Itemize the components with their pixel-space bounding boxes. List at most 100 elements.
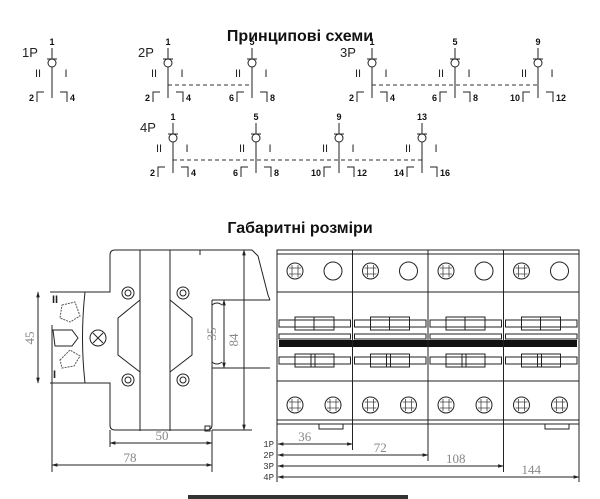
position-on: I: [351, 143, 354, 155]
scheme-label: 4P: [140, 120, 156, 135]
dim-78: 78: [124, 450, 137, 465]
terminal-screw-icon: [324, 396, 342, 414]
terminal-screw-icon-cross: [364, 399, 377, 411]
position-on: I: [264, 68, 267, 80]
handle-guide: [354, 319, 427, 328]
terminal-hole-icon: [323, 261, 343, 281]
terminal-hole-icon: [550, 261, 569, 281]
terminal-screw-icon: [513, 396, 530, 414]
contact-right: [264, 166, 272, 177]
terminal-screw-icon-cross: [515, 399, 528, 411]
terminal-screw-icon: [437, 396, 455, 414]
terminal-hole-icon: [474, 261, 494, 281]
terminal-right: 12: [357, 168, 367, 178]
schemes-heading: Принципові схеми: [226, 28, 374, 45]
scheme-label: 2P: [138, 45, 154, 60]
position-off: II: [521, 68, 527, 80]
terminal-top: 1: [369, 37, 374, 47]
handle-guide: [429, 356, 502, 365]
terminal-right: 4: [390, 93, 395, 103]
position-on: I: [550, 68, 553, 80]
rail-clips: [318, 424, 570, 430]
handle-guide: [278, 333, 351, 340]
scheme-label: 3P: [340, 45, 356, 60]
terminal-top: 9: [535, 37, 540, 47]
handle-guide: [505, 319, 578, 328]
handle-guide: [354, 356, 427, 365]
terminal-screw-icon-cross: [440, 265, 452, 277]
terminal-left: 6: [229, 93, 234, 103]
terminal-top: 1: [170, 112, 175, 122]
screw-hole-inner: [179, 289, 187, 297]
terminal-right: 16: [440, 168, 450, 178]
contact-left: [157, 166, 165, 177]
position-off: II: [151, 68, 157, 80]
terminal-screw-icon: [362, 262, 379, 280]
handle-position-ii: [59, 301, 81, 323]
center-bulge: [117, 299, 193, 373]
handle-guide: [505, 356, 578, 365]
position-off: II: [322, 143, 328, 155]
contact-right: [176, 91, 184, 102]
terminal-screw-icon-cross: [289, 399, 301, 411]
terminal-top: 13: [417, 112, 427, 122]
terminal-screw-icon-cross: [478, 399, 490, 411]
contact-left: [240, 166, 248, 177]
terminal-screw-icon-cross: [402, 399, 415, 411]
position-on: I: [64, 68, 67, 80]
terminal-right: 12: [556, 93, 566, 103]
contact-right: [181, 166, 189, 177]
contact-right: [260, 91, 268, 102]
terminal-right: 8: [274, 168, 279, 178]
position-on: I: [467, 68, 470, 80]
position-on: I: [434, 143, 437, 155]
position-on: I: [384, 68, 387, 80]
position-off: II: [35, 68, 41, 80]
contact-left: [356, 91, 364, 102]
reset-screw-icon: [89, 329, 107, 347]
terminal-top: 5: [249, 37, 254, 47]
position-off: II: [438, 68, 444, 80]
screw-hole: [176, 286, 190, 300]
handle-position-center: [52, 329, 79, 347]
contact-left: [36, 91, 44, 102]
terminal-right: 4: [186, 93, 191, 103]
position-on: I: [185, 143, 188, 155]
terminal-right: 8: [473, 93, 478, 103]
terminal-left: 14: [394, 168, 404, 178]
handle-guide: [278, 319, 351, 328]
contact-left: [439, 91, 447, 102]
terminal-screw-icon-cross: [364, 265, 377, 277]
dim-value: 108: [446, 451, 466, 466]
position-on: I: [180, 68, 183, 80]
terminal-left: 6: [233, 168, 238, 178]
position-off: II: [156, 143, 162, 155]
device-outline: [50, 249, 271, 431]
contact-left: [152, 91, 160, 102]
handle-guide: [429, 333, 502, 340]
screw-hole: [121, 373, 135, 387]
screw-hole-inner: [179, 376, 187, 384]
rail-clip: [211, 302, 223, 365]
row-label: 1P: [263, 440, 274, 450]
terminal-left: 2: [150, 168, 155, 178]
position-on: I: [268, 143, 271, 155]
contact-right: [546, 91, 554, 102]
terminal-hole-icon: [399, 261, 418, 281]
terminal-right: 8: [270, 93, 275, 103]
